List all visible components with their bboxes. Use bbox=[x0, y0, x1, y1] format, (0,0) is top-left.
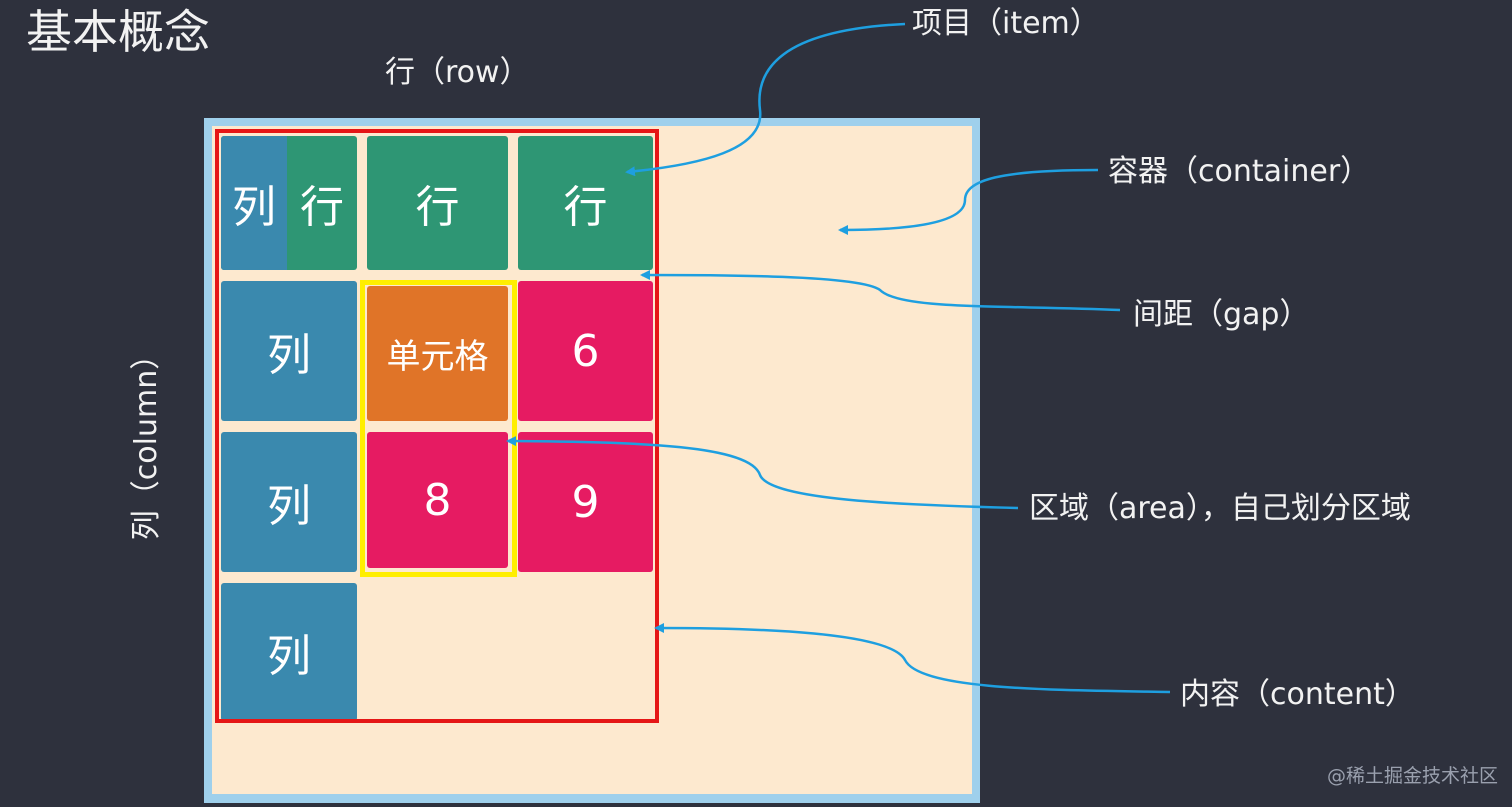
column-cell-3: 列 bbox=[221, 583, 357, 721]
column-cell-2: 列 bbox=[221, 432, 357, 572]
column-cell-1: 列 bbox=[221, 281, 357, 421]
annotation-content: 内容（content） bbox=[1180, 677, 1415, 712]
annotation-container: 容器（container） bbox=[1108, 154, 1371, 189]
watermark: @稀土掘金技术社区 bbox=[1327, 765, 1499, 787]
item-row-part: 行 bbox=[300, 182, 344, 233]
content-outline bbox=[215, 129, 659, 723]
grid-cell-8: 8 bbox=[367, 432, 508, 568]
grid-item-first: 列 行 bbox=[221, 136, 357, 270]
grid-cell-6: 6 bbox=[518, 281, 653, 421]
column-axis-label: 列（column） bbox=[129, 339, 164, 541]
row-axis-label: 行（row） bbox=[385, 55, 530, 90]
single-grid-cell: 单元格 bbox=[367, 286, 508, 421]
annotation-gap: 间距（gap） bbox=[1133, 297, 1310, 332]
page-title: 基本概念 bbox=[26, 5, 210, 59]
annotation-area: 区域（area），自己划分区域 bbox=[1029, 491, 1411, 526]
grid-area-outline bbox=[360, 280, 517, 577]
annotation-item: 项目（item） bbox=[912, 6, 1100, 41]
row-cell-2: 行 bbox=[367, 136, 508, 270]
item-column-part: 列 bbox=[221, 136, 287, 270]
